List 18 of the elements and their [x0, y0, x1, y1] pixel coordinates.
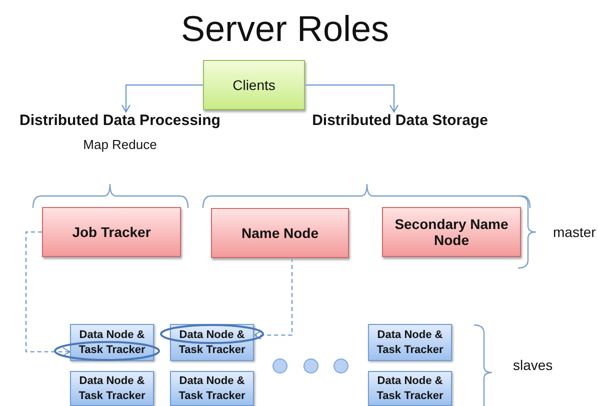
- section-heading: Distributed Data Storage: [312, 112, 488, 129]
- master-box: Name Node: [211, 208, 349, 258]
- title: Server Roles: [180, 8, 390, 50]
- slave-box: Data Node & Task Tracker: [368, 371, 452, 406]
- section-subtitle: Map Reduce: [83, 137, 157, 152]
- arrow: [26, 232, 70, 356]
- master-box: Job Tracker: [42, 207, 181, 257]
- section-heading: Distributed Data Processing: [20, 112, 220, 129]
- arrow: [122, 84, 204, 112]
- slave-box: Data Node & Task Tracker: [368, 324, 452, 361]
- master-box: Secondary Name Node: [382, 207, 521, 257]
- slave-box: Data Node & Task Tracker: [70, 371, 154, 406]
- arrow: [254, 258, 292, 340]
- client-box: Clients: [203, 60, 305, 110]
- arrow: [304, 84, 398, 112]
- group-label: slaves: [513, 357, 553, 373]
- group-label: master: [553, 224, 596, 240]
- slave-box: Data Node & Task Tracker: [170, 371, 254, 406]
